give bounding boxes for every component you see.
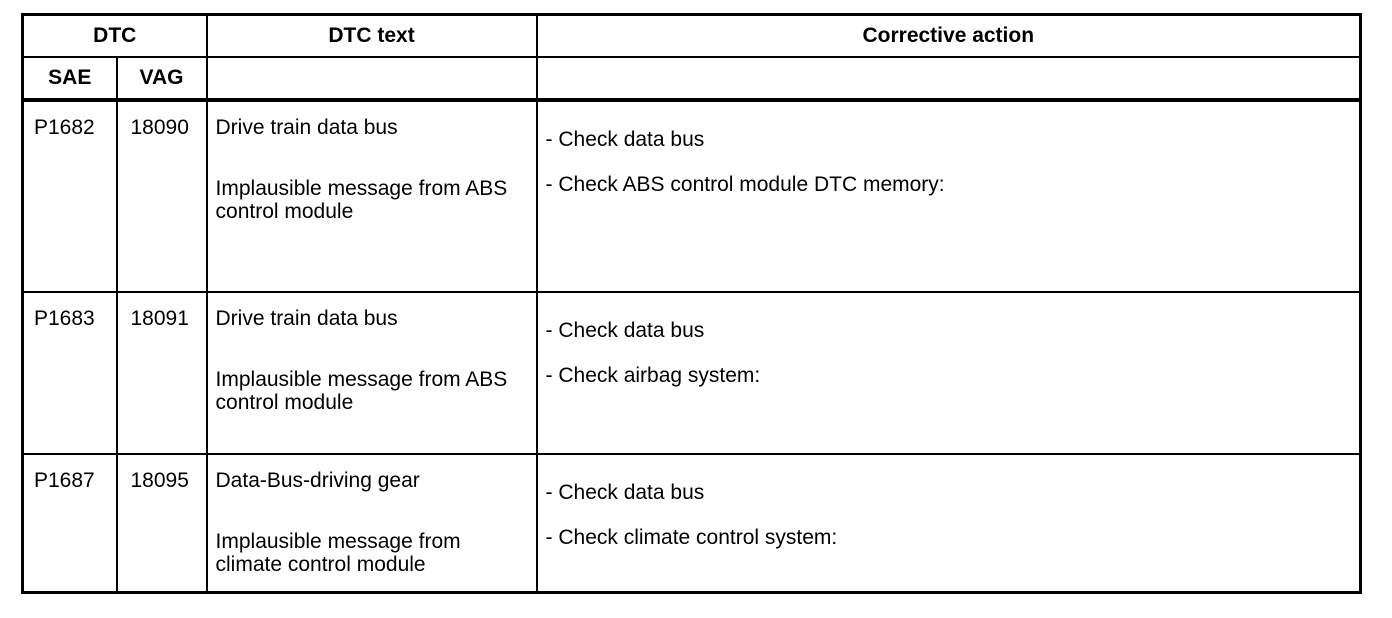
table-row: P1687 18095 Data-Bus-driving gear Implau…: [21, 452, 1362, 594]
dtc-table: DTC DTC text Corrective action SAE VAG P…: [21, 13, 1363, 594]
dtc-text-line: Drive train data bus: [215, 306, 398, 330]
corrective-action-line: - Check climate control system:: [545, 525, 838, 549]
sae-code: P1682: [21, 98, 118, 293]
corrective-action-cell: - Check data bus - Check climate control…: [535, 452, 1362, 594]
vag-code: 18090: [115, 98, 208, 293]
corrective-action-cell: - Check data bus - Check ABS control mod…: [535, 98, 1362, 293]
column-header-vag: VAG: [115, 55, 208, 102]
dtc-text-cell: Data-Bus-driving gear Implausible messag…: [205, 452, 538, 594]
column-header-dtc-text-empty: [205, 55, 538, 102]
table-header: DTC DTC text Corrective action SAE VAG: [21, 13, 1362, 102]
dtc-text-line: Data-Bus-driving gear: [215, 468, 420, 492]
table-row: P1682 18090 Drive train data bus Implaus…: [21, 98, 1362, 293]
corrective-action-cell: - Check data bus - Check airbag system:: [535, 290, 1362, 455]
corrective-action-line: - Check data bus: [545, 480, 705, 504]
corrective-action-line: - Check data bus: [545, 127, 705, 151]
header-row-top: DTC DTC text Corrective action: [21, 13, 1362, 58]
table-row: P1683 18091 Drive train data bus Implaus…: [21, 290, 1362, 455]
dtc-text-cell: Drive train data bus Implausible message…: [205, 98, 538, 293]
corrective-action-line: - Check data bus: [545, 318, 705, 342]
corrective-action-line: - Check airbag system:: [545, 363, 761, 387]
corrective-action-line: - Check ABS control module DTC memory:: [545, 172, 945, 196]
sae-code: P1683: [21, 290, 118, 455]
dtc-text-line: Implausible message from ABS control mod…: [215, 367, 508, 414]
dtc-text-line: Implausible message from ABS control mod…: [215, 176, 508, 223]
table-body: P1682 18090 Drive train data bus Implaus…: [21, 98, 1362, 594]
dtc-text-line: Drive train data bus: [215, 115, 398, 139]
column-header-dtc: DTC: [21, 13, 208, 58]
column-header-sae: SAE: [21, 55, 118, 102]
column-header-corrective-action: Corrective action: [535, 13, 1362, 58]
dtc-text-cell: Drive train data bus Implausible message…: [205, 290, 538, 455]
vag-code: 18095: [115, 452, 208, 594]
column-header-dtc-text: DTC text: [205, 13, 538, 58]
column-header-corrective-action-empty: [535, 55, 1362, 102]
sae-code: P1687: [21, 452, 118, 594]
header-row-sub: SAE VAG: [21, 55, 1362, 102]
dtc-text-line: Implausible message from climate control…: [215, 529, 461, 576]
vag-code: 18091: [115, 290, 208, 455]
